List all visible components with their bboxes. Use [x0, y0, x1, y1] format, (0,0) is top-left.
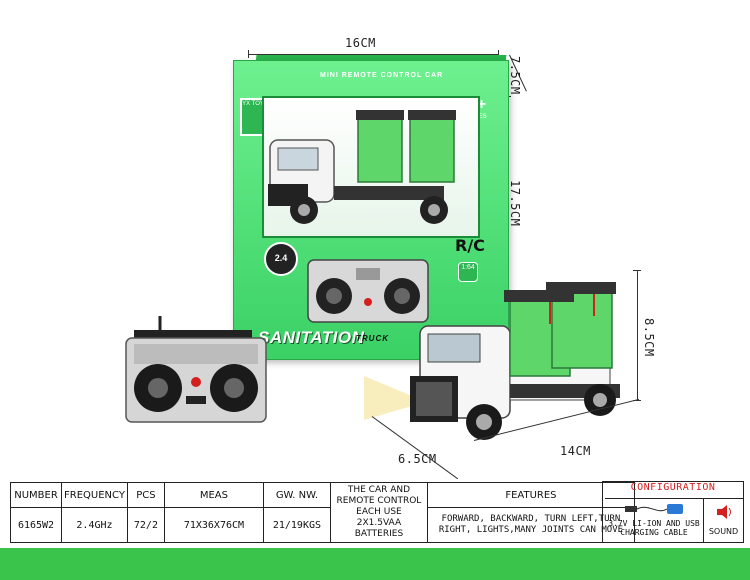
battery-note: THE CAR AND REMOTE CONTROL EACH USE 2X1.… — [329, 482, 428, 543]
battery-line: BATTERIES — [354, 529, 404, 539]
header-meas: MEAS — [163, 482, 264, 508]
usb-cable-icon — [625, 504, 683, 514]
frequency-badge: 2.4 — [264, 242, 298, 276]
rc-label: R/C — [455, 236, 485, 255]
scale-badge: 1:64 — [458, 262, 478, 282]
sound-label: SOUND — [708, 527, 739, 536]
product-subtitle: TRUCK — [356, 334, 389, 343]
cable-text: 3.7V LI-ION AND USB CHARGING CABLE — [605, 519, 703, 537]
charging-cable-cell: 3.7V LI-ION AND USB CHARGING CABLE — [605, 498, 704, 542]
battery-line: REMOTE CONTROL — [336, 496, 422, 506]
value-frequency: 2.4GHz — [61, 507, 128, 543]
cable-line: CHARGING CABLE — [620, 528, 688, 537]
value-pcs: 72/2 — [126, 507, 165, 543]
spec-value-row: 6165W2 2.4GHz 72/2 71X36X76CM 21/19KGS F… — [10, 507, 635, 543]
box-height-label: 17.5CM — [508, 180, 522, 227]
header-pcs: PCS — [126, 482, 165, 508]
truck-in-box-illustration — [268, 110, 456, 224]
configuration-box: CONFIGURATION 3.7V LI-ION AND USB CHARGI… — [602, 481, 744, 543]
package-header-text: MINI REMOTE CONTROL CAR — [320, 72, 444, 79]
dimension-tick — [633, 270, 641, 271]
spec-header-row: NUMBER FREQUENCY PCS MEAS GW. NW. THE CA… — [10, 482, 635, 543]
value-gw-nw: 21/19KGS — [262, 507, 331, 543]
dimension-tick — [248, 50, 249, 58]
header-gw-nw: GW. NW. — [262, 482, 331, 508]
dimension-tick — [633, 400, 641, 401]
product-stage: 16CM 7.5CM 17.5CM MINI REMOTE CONTROL CA… — [125, 36, 656, 480]
dimension-line-car-height — [637, 270, 638, 400]
box-depth-label: 7.5CM — [508, 56, 522, 95]
car-width-label: 6.5CM — [398, 452, 437, 466]
features-line: FORWARD, BACKWARD, TURN LEFT,TURN — [441, 514, 621, 524]
box-width-label: 16CM — [345, 36, 376, 50]
car-length-label: 14CM — [560, 444, 591, 458]
header-number: NUMBER — [10, 482, 62, 508]
sound-cell: SOUND — [704, 498, 743, 542]
value-number: 6165W2 — [10, 507, 62, 543]
remote-control-illustration — [125, 316, 267, 423]
value-features: FORWARD, BACKWARD, TURN LEFT,TURN RIGHT,… — [426, 507, 635, 543]
battery-line: EACH USE 2X1.5VAA — [356, 507, 402, 528]
cable-line: 3.7V LI-ION AND USB — [608, 519, 700, 528]
battery-line: THE CAR AND — [347, 485, 411, 495]
value-meas: 71X36X76CM — [163, 507, 264, 543]
brand-logo-text: YX TOYS — [242, 101, 268, 107]
sanitation-truck-illustration — [364, 282, 620, 440]
remote-in-box-illustration — [307, 259, 429, 323]
dimension-line-box-width — [248, 54, 498, 55]
speaker-icon — [717, 505, 731, 519]
package-window — [262, 96, 480, 238]
features-line: RIGHT, LIGHTS,MANY JOINTS CAN MOVE — [438, 525, 624, 535]
header-frequency: FREQUENCY — [61, 482, 128, 508]
product-title: SANITATION — [258, 328, 365, 347]
dimension-tick — [498, 50, 499, 58]
car-height-label: 8.5CM — [642, 318, 656, 357]
spec-table: NUMBER FREQUENCY PCS MEAS GW. NW. THE CA… — [10, 482, 635, 543]
footer-green-bar — [0, 548, 750, 580]
configuration-title: CONFIGURATION — [630, 482, 716, 493]
